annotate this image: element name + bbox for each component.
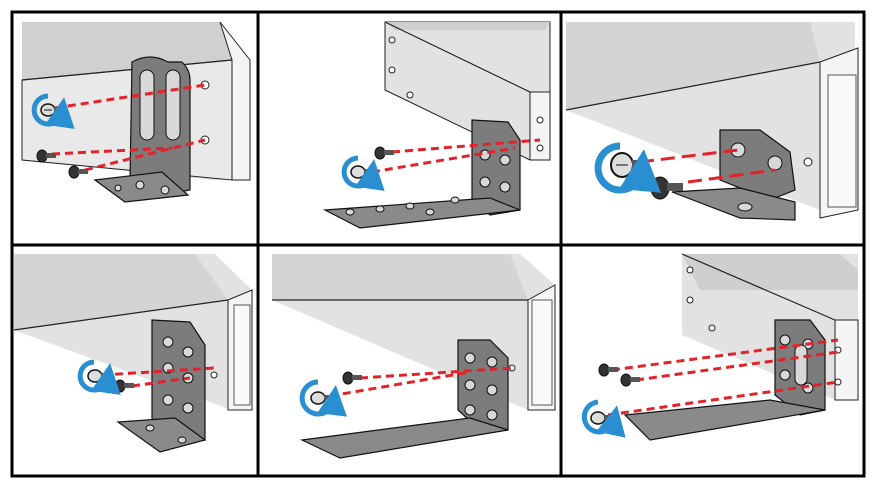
screw-icon [68, 165, 88, 179]
panel-3 [563, 12, 863, 242]
panel-6 [563, 247, 863, 475]
panel-grid-frame [10, 10, 866, 478]
bracket-long-rear [299, 339, 509, 459]
clockwise-rotation-arrow-icon [594, 142, 661, 194]
clockwise-rotation-arrow-icon [299, 379, 347, 417]
bracket-slotted-ear [93, 56, 191, 203]
guide-lines-5 [329, 366, 513, 398]
clockwise-rotation-arrow-icon [581, 399, 626, 438]
screw-icon [598, 363, 618, 377]
bracket-short-rear [671, 129, 796, 221]
clockwise-rotation-arrow-icon [31, 93, 75, 130]
clockwise-rotation-arrow-icon [341, 155, 385, 192]
screw-icon [342, 371, 362, 385]
panel-2 [258, 12, 558, 242]
guide-lines-3 [639, 148, 776, 184]
panel-4 [12, 247, 256, 475]
panel-1 [12, 12, 256, 242]
panel-5 [262, 247, 558, 475]
guide-lines-6 [607, 338, 839, 417]
guide-lines-1 [51, 83, 206, 172]
clockwise-rotation-arrow-icon [77, 359, 121, 396]
screw-icon [374, 146, 394, 160]
screw-icon [620, 373, 640, 387]
screw-icon [36, 149, 56, 163]
guide-lines-2 [371, 138, 541, 174]
bracket-rear-l [116, 319, 207, 453]
guide-lines-4 [101, 366, 215, 388]
